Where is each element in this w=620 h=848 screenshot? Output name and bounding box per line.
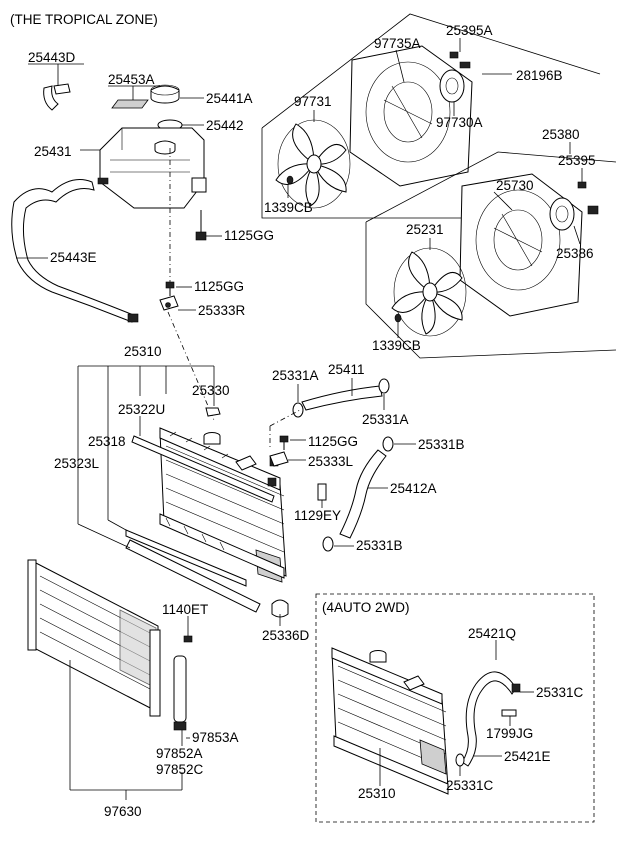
label-1125GG-b: 1125GG: [194, 279, 244, 294]
label-25333L: 25333L: [308, 454, 354, 469]
label-25411: 25411: [328, 362, 365, 377]
clamp-25331A-b: [378, 378, 390, 394]
label-25421E: 25421E: [504, 749, 551, 764]
bolt-1125GG-c: [279, 435, 289, 450]
label-25380: 25380: [542, 127, 580, 142]
fan-box-28196B: [261, 13, 601, 219]
label-28196B: 28196B: [516, 68, 563, 83]
label-25331A-b: 25331A: [362, 412, 409, 427]
radiator-4auto-25310: [331, 647, 449, 795]
label-25443E: 25443E: [50, 250, 97, 265]
clamp-25331C-b: [455, 753, 465, 767]
label-25443D: 25443D: [28, 50, 76, 65]
label-25386: 25386: [556, 246, 594, 261]
label-25330: 25330: [192, 383, 230, 398]
reservoir-tank-25431: [97, 127, 207, 209]
inset-title: (4AUTO 2WD): [322, 600, 410, 615]
label-1140ET: 1140ET: [162, 602, 208, 617]
tropical-zone-title: (THE TROPICAL ZONE): [10, 12, 158, 27]
bracket-25333L: [269, 451, 289, 467]
condenser-97630: [27, 559, 161, 717]
fan-blade-97731: [275, 119, 351, 209]
screw-1339CB-b: [394, 313, 402, 323]
label-97735A: 97735A: [374, 36, 421, 51]
fan-box-25380: [365, 151, 617, 359]
fan-motor-97730A: [439, 61, 471, 103]
seal-25318: [125, 529, 247, 587]
label-1125GG-c: 1125GG: [308, 434, 358, 449]
label-25431: 25431: [34, 144, 72, 159]
screw-1339CB-a: [286, 175, 294, 185]
bracket-25333R: [159, 295, 179, 311]
label-25395: 25395: [558, 153, 596, 168]
bolt-1129EY: [317, 483, 327, 501]
label-97852A: 97852A: [156, 746, 203, 761]
bolt-25395: [577, 181, 587, 189]
radiator-assembly-25310: [77, 365, 287, 583]
reservoir-cap-25441A: [150, 84, 180, 104]
reservoir-hose-25443D: [43, 83, 71, 111]
receiver-drier: [173, 655, 187, 731]
label-1125GG-a: 1125GG: [224, 228, 274, 243]
label-25453A: 25453A: [108, 72, 155, 87]
label-1799JG: 1799JG: [486, 726, 533, 741]
fan-motor-25386: [549, 197, 599, 231]
hose-25412A: [339, 449, 387, 539]
label-25331A-a: 25331A: [272, 368, 319, 383]
clip-1799JG: [501, 709, 517, 717]
reservoir-hose-25443E: [11, 179, 139, 323]
label-25421Q: 25421Q: [468, 626, 516, 641]
label-25442: 25442: [206, 118, 244, 133]
baffle-25323L: [125, 539, 261, 613]
label-25331C-a: 25331C: [536, 685, 584, 700]
fan-blade-25231: [391, 247, 467, 337]
clamp-25331B-b: [322, 536, 334, 552]
bolt-25395A: [449, 51, 459, 59]
label-25310-b: 25310: [358, 786, 396, 801]
cap-25330: [205, 407, 221, 417]
label-25336D: 25336D: [262, 628, 310, 643]
baffle-25322U: [131, 435, 275, 503]
label-97731: 97731: [294, 94, 332, 109]
label-1129EY: 1129EY: [294, 508, 341, 523]
label-25323L: 25323L: [54, 456, 100, 471]
label-25412A: 25412A: [390, 481, 437, 496]
label-97853A: 97853A: [192, 730, 239, 745]
label-25310: 25310: [124, 344, 162, 359]
fan-shroud-25730: [459, 173, 583, 317]
label-25331C-b: 25331C: [446, 778, 494, 793]
label-1339CB-b: 1339CB: [372, 338, 421, 353]
label-1339CB-a: 1339CB: [264, 200, 313, 215]
hose-25421Q: [461, 671, 521, 767]
reservoir-label-25453A: [111, 99, 149, 109]
label-97852C: 97852C: [156, 762, 204, 777]
label-25322U: 25322U: [118, 402, 165, 417]
label-25331B-a: 25331B: [418, 437, 465, 452]
drain-25336D: [271, 599, 289, 618]
label-25318: 25318: [88, 434, 126, 449]
label-25331B-b: 25331B: [356, 538, 403, 553]
hose-25411: [301, 385, 383, 411]
label-97730A: 97730A: [436, 115, 483, 130]
clamp-25331B-a: [382, 436, 394, 452]
label-25333R: 25333R: [198, 303, 246, 318]
bolt-1125GG-a: [195, 210, 207, 241]
bolt-1140ET: [183, 635, 193, 643]
label-25441A: 25441A: [206, 91, 253, 106]
inset-4auto-2wd: [315, 593, 595, 823]
bolt-1125GG-b: [165, 281, 175, 296]
label-25395A: 25395A: [446, 23, 493, 38]
label-25231: 25231: [406, 222, 444, 237]
label-97630: 97630: [104, 804, 142, 819]
clamp-25331A-a: [292, 402, 304, 418]
label-25730: 25730: [496, 178, 534, 193]
